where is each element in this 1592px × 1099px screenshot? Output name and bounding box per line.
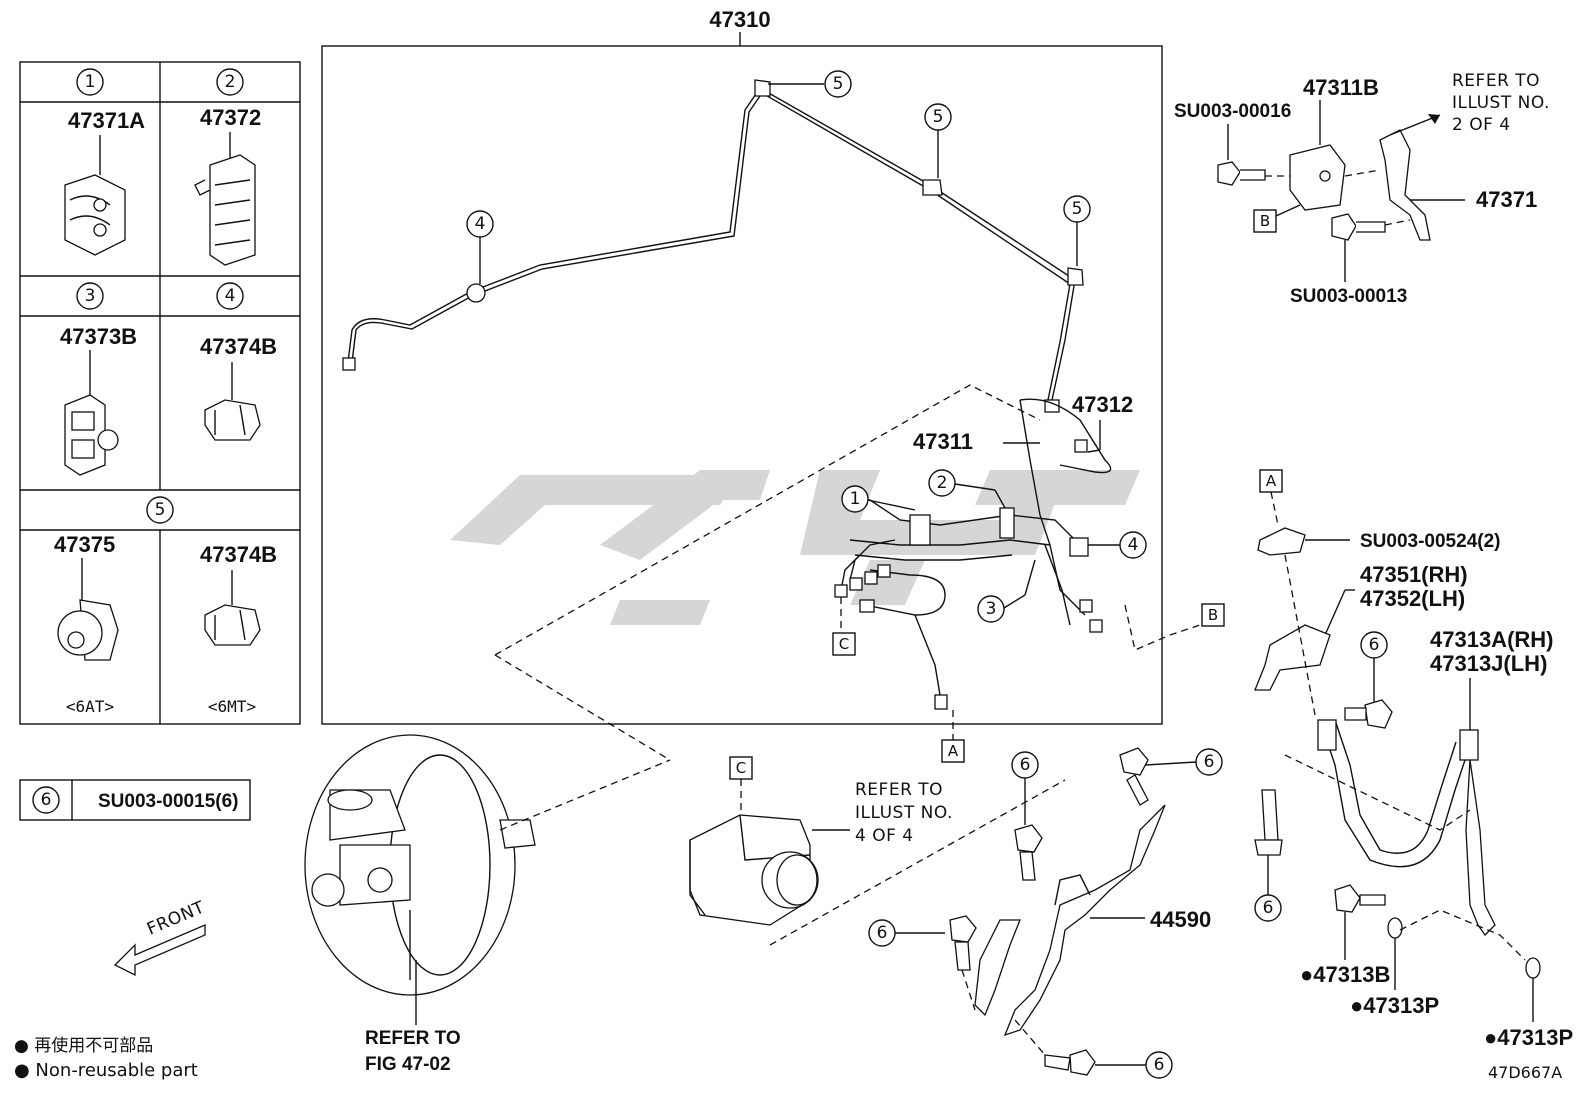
svg-text:ILLUST NO.: ILLUST NO. xyxy=(855,803,953,823)
part-47313A-label: 47313A(RH) xyxy=(1430,627,1554,652)
abs-actuator: C REFER TO ILLUST NO. 4 OF 4 xyxy=(689,756,1066,946)
clamp-47374B-icon xyxy=(204,362,261,441)
footnote-en: ● Non-reusable part xyxy=(14,1060,198,1081)
callout-5-c: 5 xyxy=(1063,195,1091,266)
legend-part-47374B: 47374B xyxy=(200,334,277,359)
callout-6-bracket-left: 6 xyxy=(877,923,888,943)
part-47313B-label: ●47313B xyxy=(1300,962,1390,987)
svg-text:1: 1 xyxy=(85,72,96,92)
legend-table: 1 2 3 4 5 47371A 47372 47373B 47374B 473… xyxy=(19,61,301,725)
box-label-a-bottom: A xyxy=(941,739,965,763)
svg-text:5: 5 xyxy=(933,107,944,127)
fastener-ref-part: SU003-00015(6) xyxy=(98,791,238,812)
svg-text:ILLUST NO.: ILLUST NO. xyxy=(1452,93,1550,113)
svg-text:B: B xyxy=(1260,212,1270,230)
legend-note-6mt: <6MT> xyxy=(208,697,256,716)
hose-group-right: A SU003-00524(2) 47351(RH) 47352(LH) 6 4… xyxy=(1254,469,1573,1050)
callout-3: 3 xyxy=(977,559,1036,623)
legend-part-47375: 47375 xyxy=(54,532,115,557)
part-47311-label: 47311 xyxy=(913,429,973,454)
svg-text:A: A xyxy=(1266,472,1277,490)
svg-text:2: 2 xyxy=(937,473,948,493)
drawing-code: 47D667A xyxy=(1488,1063,1562,1082)
legend-part-47373B: 47373B xyxy=(60,324,137,349)
callout-2: 2 xyxy=(928,469,1006,509)
svg-text:REFER TO: REFER TO xyxy=(1452,71,1540,91)
svg-text:6: 6 xyxy=(41,790,52,810)
part-SU003-00013-label: SU003-00013 xyxy=(1290,286,1407,307)
part-SU003-00016-label: SU003-00016 xyxy=(1174,101,1291,122)
clamp-47371A-icon xyxy=(64,135,126,256)
box-label-a-right: A xyxy=(1259,469,1283,493)
callout-6-bracket-top: 6 xyxy=(1204,752,1215,772)
part-47371-label: 47371 xyxy=(1476,187,1537,212)
callout-4-b: 4 xyxy=(1088,531,1147,559)
clamp-47375-icon xyxy=(57,558,119,661)
svg-text:C: C xyxy=(736,759,746,777)
bracket-44590: 6 6 44590 6 6 xyxy=(868,747,1223,1079)
box-label-c-bottom: C xyxy=(729,756,753,780)
legend-note-6at: <6AT> xyxy=(66,697,114,716)
svg-text:3: 3 xyxy=(85,286,96,306)
svg-text:5: 5 xyxy=(833,74,844,94)
svg-text:4: 4 xyxy=(225,286,236,306)
part-47313P-label-2: ●47313P xyxy=(1484,1025,1573,1050)
legend-part-47374B-mt: 47374B xyxy=(200,542,277,567)
part-SU003-00524-label: SU003-00524(2) xyxy=(1360,531,1500,552)
clamp-47373B-icon xyxy=(64,350,119,476)
legend-part-47372: 47372 xyxy=(200,105,261,130)
callout-6-bracket-mid: 6 xyxy=(1020,755,1031,775)
brake-tube xyxy=(342,79,1084,413)
legend-part-47371A: 47371A xyxy=(68,108,145,133)
part-47351-label: 47351(RH) xyxy=(1360,562,1468,587)
svg-text:2 OF 4: 2 OF 4 xyxy=(1452,115,1511,135)
legend-index-3: 3 xyxy=(76,282,104,310)
assembly-frame: 47310 xyxy=(321,7,1163,725)
clamp-47372-icon xyxy=(194,132,256,266)
box-label-c: C xyxy=(832,632,856,656)
svg-text:3: 3 xyxy=(986,599,997,619)
svg-text:FIG 47-02: FIG 47-02 xyxy=(365,1054,451,1075)
part-47311B-label: 47311B xyxy=(1303,75,1379,100)
part-47310-label: 47310 xyxy=(709,7,770,32)
svg-text:4: 4 xyxy=(475,214,486,234)
box-label-b-top: B xyxy=(1253,209,1277,233)
part-47352-label: 47352(LH) xyxy=(1360,586,1465,611)
svg-text:C: C xyxy=(839,635,849,653)
legend-index-4: 4 xyxy=(216,282,244,310)
footnote-jp: ● 再使用不可部品 xyxy=(14,1035,153,1056)
svg-text:4: 4 xyxy=(1128,535,1139,555)
legend-index-5: 5 xyxy=(146,496,174,524)
svg-text:B: B xyxy=(1208,606,1218,624)
callout-6-hose-bolt: 6 xyxy=(1263,898,1274,918)
brake-booster: REFER TO FIG 47-02 xyxy=(304,734,671,1075)
callout-1: 1 xyxy=(841,485,916,513)
callout-5-b: 5 xyxy=(924,103,952,178)
bracket-group-top-right: SU003-00016 47311B 47371 REFER TO ILLUST… xyxy=(1174,71,1550,307)
callout-4-a: 4 xyxy=(466,210,494,284)
part-47313J-label: 47313J(LH) xyxy=(1430,651,1547,676)
front-arrow-icon: FRONT xyxy=(113,897,208,977)
legend-index-1: 1 xyxy=(76,68,104,96)
part-47313P-label-1: ●47313P xyxy=(1350,993,1439,1018)
svg-text:5: 5 xyxy=(155,500,166,520)
callout-6-hose: 6 xyxy=(1369,635,1380,655)
svg-text:REFER TO: REFER TO xyxy=(365,1028,461,1049)
clamp-47374B-mt-icon xyxy=(204,570,261,646)
callout-6-bracket-bottom: 6 xyxy=(1154,1055,1165,1075)
box-label-b-right: B xyxy=(1201,603,1225,627)
tube-bundle xyxy=(834,398,1112,710)
svg-text:1: 1 xyxy=(850,489,861,509)
svg-text:REFER TO: REFER TO xyxy=(855,780,943,800)
callout-5-a: 5 xyxy=(768,70,852,98)
part-44590-label: 44590 xyxy=(1150,907,1211,932)
svg-text:5: 5 xyxy=(1072,199,1083,219)
legend-index-2: 2 xyxy=(216,68,244,96)
svg-text:2: 2 xyxy=(225,72,236,92)
svg-text:A: A xyxy=(948,742,959,760)
svg-text:4 OF 4: 4 OF 4 xyxy=(855,826,914,846)
part-47312-label: 47312 xyxy=(1072,392,1133,417)
fastener-ref-box: 6 SU003-00015(6) xyxy=(19,779,251,821)
